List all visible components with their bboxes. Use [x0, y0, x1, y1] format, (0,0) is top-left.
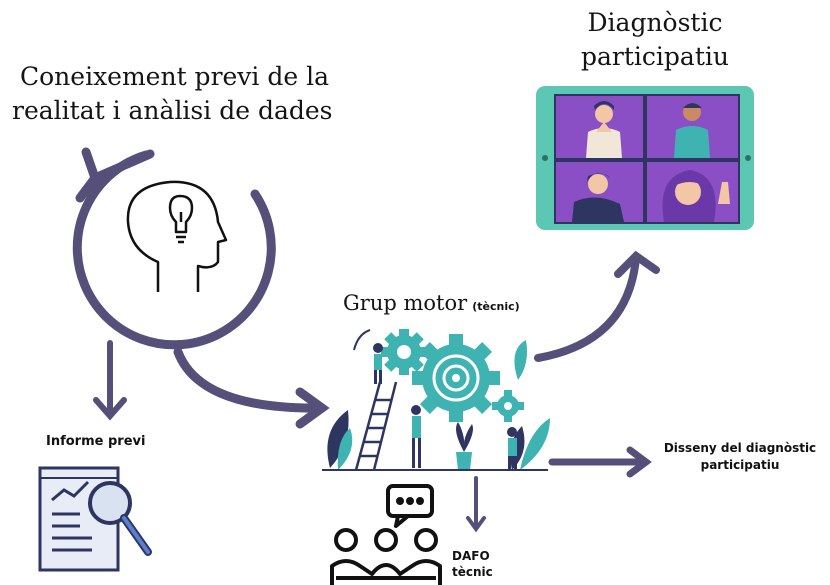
arrow-to-dafo	[466, 476, 486, 533]
grup-motor-title: Grup motor	[343, 291, 468, 315]
head-lightbulb-icon	[126, 180, 228, 292]
diagnostic-line2: participatiu	[581, 42, 729, 71]
arrow-to-informe	[93, 340, 127, 421]
disseny-line2: participatiu	[700, 458, 780, 472]
report-magnifier-icon	[38, 466, 152, 572]
coneixement-line1: Coneixement previ de la	[20, 62, 330, 91]
dafo-line2: tècnic	[452, 565, 493, 579]
diagnostic-line1: Diagnòstic	[587, 8, 723, 37]
diagnostic-label: Diagnòstic participatiu	[560, 6, 750, 74]
coneixement-label: Coneixement previ de la realitat i anàli…	[12, 60, 350, 128]
arrow-to-diagnostic	[534, 250, 660, 362]
video-call-tablet-icon	[536, 86, 754, 230]
team-meeting-icon	[330, 484, 442, 585]
coneixement-line2: realitat i anàlisi de dades	[12, 96, 333, 125]
disseny-label: Disseny del diagnòstic participatiu	[652, 440, 828, 474]
cycle-arrow-icon	[72, 147, 276, 350]
disseny-line1: Disseny del diagnòstic	[663, 441, 817, 455]
dafo-line1: DAFO	[452, 549, 490, 563]
grup-motor-note: (tècnic)	[472, 300, 520, 313]
arrow-to-disseny	[548, 446, 652, 478]
informe-previ-label: Informe previ	[46, 434, 146, 449]
dafo-label: DAFO tècnic	[452, 548, 493, 580]
arrow-to-grup-motor	[173, 347, 330, 429]
gears-team-icon	[322, 329, 550, 471]
grup-motor-label: Grup motor (tècnic)	[343, 286, 520, 320]
